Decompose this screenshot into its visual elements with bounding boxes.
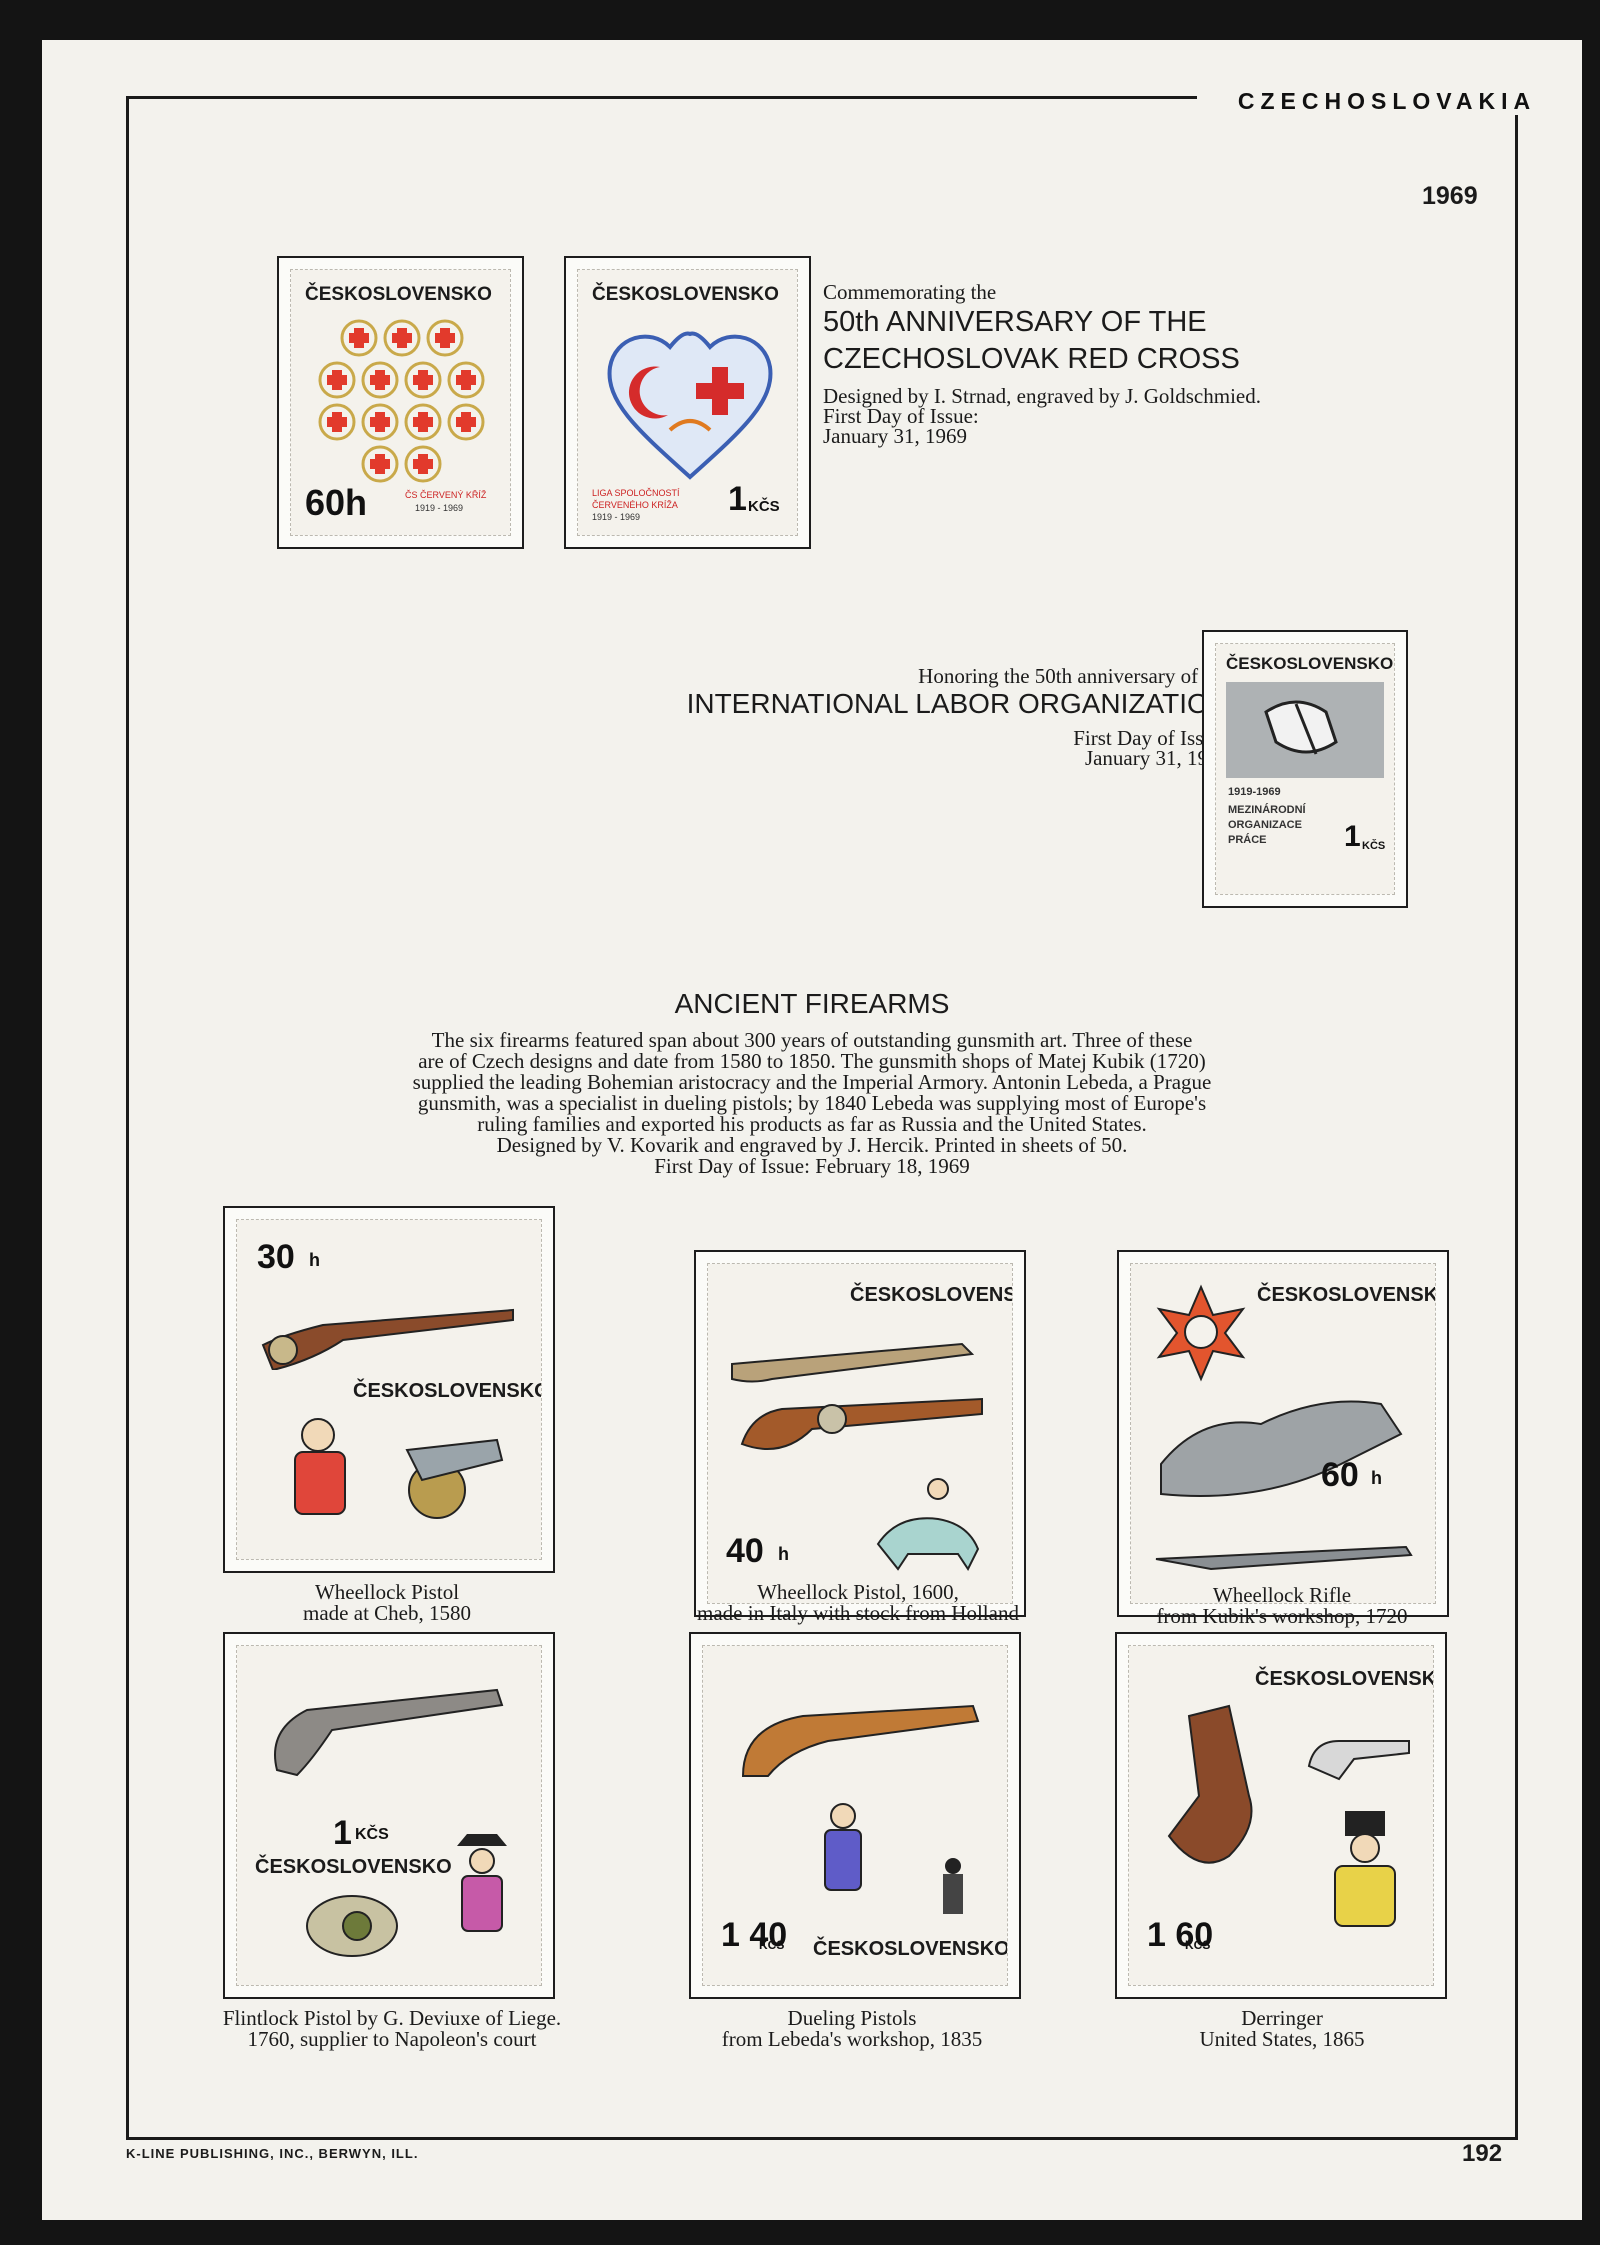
caption-firearm-5: Dueling Pistols from Lebeda's workshop, … — [721, 2006, 983, 2051]
firearms-description: The six firearms featured span about 300… — [412, 1028, 1212, 1178]
stamp-red-cross-1kcs: ČESKOSLOVENSKO LIGA SPOLOČNOSTÍ ČERVENÉH… — [577, 269, 798, 536]
duelists-icon — [824, 1803, 963, 1914]
pistol-icon — [261, 1308, 514, 1370]
stamp-value: 40 — [726, 1532, 764, 1570]
rifle-icon — [1155, 1545, 1413, 1571]
year-label: 1969 — [1422, 182, 1478, 210]
rifle-carving-icon — [1160, 1400, 1403, 1497]
stamp-wheellock-rifle: ČESKOSLOVENSKO 60 h — [1130, 1263, 1436, 1604]
soldier-icon — [294, 1418, 346, 1515]
wheellock-mechanism-icon — [405, 1438, 504, 1519]
red-cross-title-line1: 50th ANNIVERSARY OF THE — [823, 306, 1207, 338]
dove-heart-icon — [607, 331, 773, 480]
hands-icon — [1264, 700, 1338, 755]
red-cross-intro: Commemorating the — [823, 280, 997, 304]
page-number: 192 — [1462, 2140, 1503, 2167]
ilo-grey-panel — [1226, 682, 1384, 778]
album-page: CZECHOSLOVAKIA 1969 ČESKOSLOVENSKO 6 — [42, 40, 1582, 2220]
firearms-title: ANCIENT FIREARMS — [674, 988, 950, 1019]
pistol-icon — [274, 1688, 504, 1777]
ilo-fdi-date: January 31, 1969 — [1084, 746, 1229, 770]
stamp-mount-firearm-2: ČESKOSLOVENSKO 40 h — [694, 1250, 1026, 1617]
stamp-red-cross-60h: ČESKOSLOVENSKO 60h ČS ČERVENÝ KŘÍŽ 1919 … — [290, 269, 511, 536]
powder-flask-icon — [306, 1895, 398, 1957]
stamp-value: 60h — [305, 482, 368, 523]
stamp-value: 1 — [333, 1814, 352, 1852]
stamp-value: 1 — [1344, 820, 1361, 853]
stamp-mount-firearm-4: 1 KČS ČESKOSLOVENSKO — [223, 1632, 555, 1999]
ilo-fdi-label: First Day of Issue: — [1073, 726, 1229, 750]
caption-firearm-6: Derringer United States, 1865 — [1199, 2006, 1365, 2051]
publisher-credit: K-LINE PUBLISHING, INC., BERWYN, ILL. — [126, 2146, 419, 2161]
caption-firearm-2: Wheellock Pistol, 1600, made in Italy wi… — [697, 1580, 1019, 1625]
stamp-wheellock-pistol-italy: ČESKOSLOVENSKO 40 h — [707, 1263, 1013, 1604]
red-cross-designer: Designed by I. Strnad, engraved by J. Go… — [823, 384, 1261, 408]
stamp-value: 30 — [257, 1238, 295, 1276]
stamp-value: 1 40 — [721, 1916, 788, 1954]
coat-of-arms-icon — [1156, 1284, 1246, 1382]
stamp-mount-firearm-6: ČESKOSLOVENSKO 1 60 KČS — [1115, 1632, 1447, 1999]
pistol-icon — [731, 1342, 975, 1383]
stamp-mount-red-cross-1kcs: ČESKOSLOVENSKO LIGA SPOLOČNOSTÍ ČERVENÉH… — [564, 256, 811, 549]
stamp-wheellock-pistol-cheb: 30 h ČESKOSLOVENSKO — [236, 1219, 542, 1560]
ilo-title: INTERNATIONAL LABOR ORGANIZATION — [686, 688, 1229, 719]
stamp-value: 1 60 — [1147, 1916, 1214, 1954]
stamp-mount-firearm-1: 30 h ČESKOSLOVENSKO — [223, 1206, 555, 1573]
caption-firearm-3: Wheellock Rifle from Kubik's workshop, 1… — [1156, 1583, 1408, 1628]
caption-firearm-1: Wheellock Pistol made at Cheb, 1580 — [303, 1580, 471, 1625]
officer-icon — [457, 1834, 507, 1932]
stamp-mount-firearm-3: ČESKOSLOVENSKO 60 h — [1117, 1250, 1449, 1617]
small-pistol-icon — [1307, 1740, 1410, 1781]
stamp-dueling-pistols: 1 40 KČS ČESKOSLOVENSKO — [702, 1645, 1008, 1986]
stamp-value: 60 — [1321, 1456, 1359, 1494]
stamp-derringer: ČESKOSLOVENSKO 1 60 KČS — [1128, 1645, 1434, 1986]
caption-firearm-4: Flintlock Pistol by G. Deviuxe of Liege.… — [222, 2006, 562, 2051]
stamp-ilo: ČESKOSLOVENSKO 1919-1969 MEZINÁRODNÍ ORG… — [1215, 643, 1395, 895]
ilo-intro: Honoring the 50th anniversary of the — [918, 664, 1229, 688]
dueling-pistol-icon — [741, 1704, 980, 1777]
page-border — [126, 96, 1518, 2140]
derringer-icon — [1167, 1704, 1253, 1864]
stamp-mount-ilo: ČESKOSLOVENSKO 1919-1969 MEZINÁRODNÍ ORG… — [1202, 630, 1408, 908]
red-cross-fdi-label: First Day of Issue: — [823, 404, 979, 428]
red-cross-rings-icon — [318, 319, 485, 483]
stamp-mount-red-cross-60h: ČESKOSLOVENSKO 60h ČS ČERVENÝ KŘÍŽ 1919 … — [277, 256, 524, 549]
stamp-mount-firearm-5: 1 40 KČS ČESKOSLOVENSKO — [689, 1632, 1021, 1999]
horseman-icon — [876, 1478, 980, 1571]
gentleman-icon — [1334, 1811, 1396, 1927]
gun-stock-icon — [740, 1397, 983, 1450]
red-cross-title-line2: CZECHOSLOVAK RED CROSS — [823, 343, 1240, 375]
red-cross-fdi-date: January 31, 1969 — [823, 424, 968, 448]
stamp-flintlock-pistol: 1 KČS ČESKOSLOVENSKO — [236, 1645, 542, 1986]
country-heading: CZECHOSLOVAKIA — [1197, 88, 1577, 115]
stamp-value: 1 — [728, 480, 747, 518]
